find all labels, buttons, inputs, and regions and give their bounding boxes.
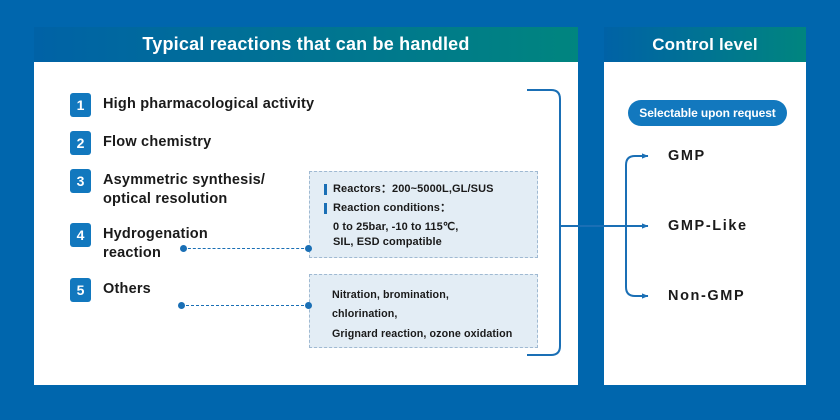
right-panel-title: Control level bbox=[604, 27, 806, 62]
control-level-gmp: GMP bbox=[668, 148, 706, 164]
item-label: Others bbox=[103, 280, 151, 297]
left-panel-title: Typical reactions that can be handled bbox=[34, 27, 578, 62]
others-line: Grignard reaction, ozone oxidation bbox=[332, 327, 513, 340]
item-number-badge: 1 bbox=[70, 93, 91, 117]
connector-dot-icon bbox=[305, 245, 312, 252]
item-number-badge: 2 bbox=[70, 131, 91, 155]
others-line: Nitration, bromination, bbox=[332, 289, 449, 301]
dashed-connector-hydrogenation bbox=[180, 245, 312, 252]
reaction-conditions-line: Reaction conditions： bbox=[324, 201, 527, 217]
reaction-conditions-detail: 0 to 25bar, -10 to 115℃, SIL, ESD compat… bbox=[333, 220, 459, 249]
reaction-list: 1 High pharmacological activity 2 Flow c… bbox=[70, 93, 330, 316]
list-item: 2 Flow chemistry bbox=[70, 131, 330, 155]
control-level-gmp-like: GMP-Like bbox=[668, 218, 748, 234]
selectable-upon-request-badge: Selectable upon request bbox=[628, 100, 787, 126]
control-level-non-gmp: Non-GMP bbox=[668, 288, 746, 304]
list-item: 4 Hydrogenation reaction bbox=[70, 223, 330, 263]
info-box-reaction-conditions: Reactors：200~5000L,GL/SUS Reaction condi… bbox=[309, 171, 538, 258]
item-number-badge: 4 bbox=[70, 223, 91, 248]
reactors-line: Reactors：200~5000L,GL/SUS bbox=[324, 182, 527, 198]
connector-line bbox=[183, 248, 309, 249]
list-item: 5 Others bbox=[70, 277, 330, 302]
connector-dot-icon bbox=[305, 302, 312, 309]
item-label: Asymmetric synthesis/ optical resolution bbox=[103, 172, 266, 208]
list-item: 1 High pharmacological activity bbox=[70, 93, 330, 117]
item-number-badge: 5 bbox=[70, 277, 91, 302]
item-label: High pharmacological activity bbox=[103, 96, 315, 112]
item-label: Hydrogenation reaction bbox=[103, 226, 208, 262]
others-line: chlorination, bbox=[332, 308, 398, 321]
connector-line bbox=[181, 305, 309, 306]
item-label: Flow chemistry bbox=[103, 134, 212, 150]
info-box-others: Nitration, bromination, chlorination, Gr… bbox=[309, 274, 538, 348]
item-number-badge: 3 bbox=[70, 169, 91, 193]
dashed-connector-others bbox=[178, 302, 312, 309]
list-item: 3 Asymmetric synthesis/ optical resoluti… bbox=[70, 169, 330, 209]
